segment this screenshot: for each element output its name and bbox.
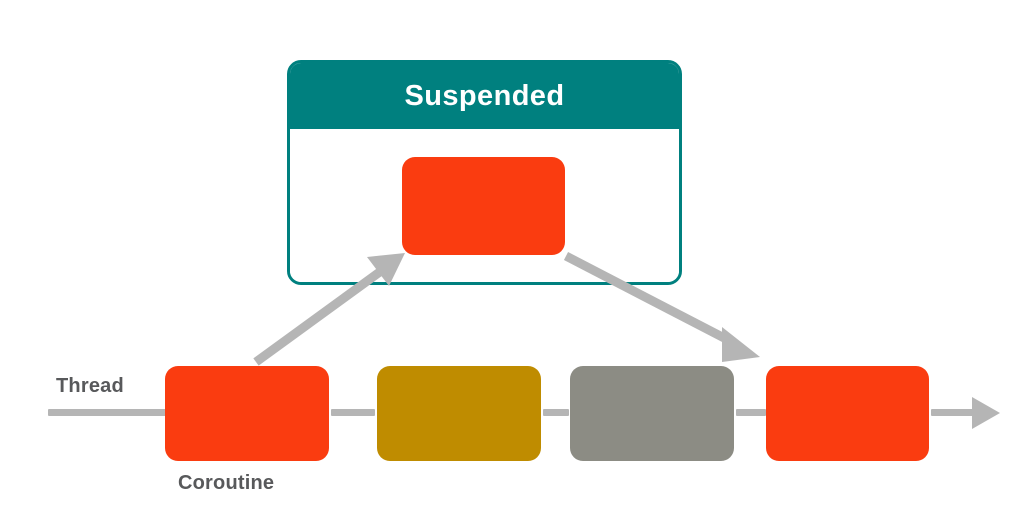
coroutine-block-3 (570, 366, 734, 461)
coroutine-block-1 (165, 366, 329, 461)
coroutine-block-4 (766, 366, 929, 461)
suspended-inner-block (402, 157, 565, 255)
thread-end-arrow-icon (972, 397, 1000, 429)
thread-line-tail (931, 409, 979, 416)
coroutine-label: Coroutine (178, 472, 275, 494)
suspended-panel-body (290, 129, 679, 282)
thread-label: Thread (56, 375, 124, 397)
suspended-panel-title: Suspended (404, 79, 565, 112)
coroutine-block-2 (377, 366, 541, 461)
suspended-panel-header: Suspended (290, 63, 679, 129)
thread-line-gap-2 (543, 409, 569, 416)
thread-line-lead (48, 409, 166, 416)
suspended-panel: Suspended (287, 60, 682, 285)
thread-line-gap-3 (736, 409, 766, 416)
thread-line-gap-1 (331, 409, 375, 416)
